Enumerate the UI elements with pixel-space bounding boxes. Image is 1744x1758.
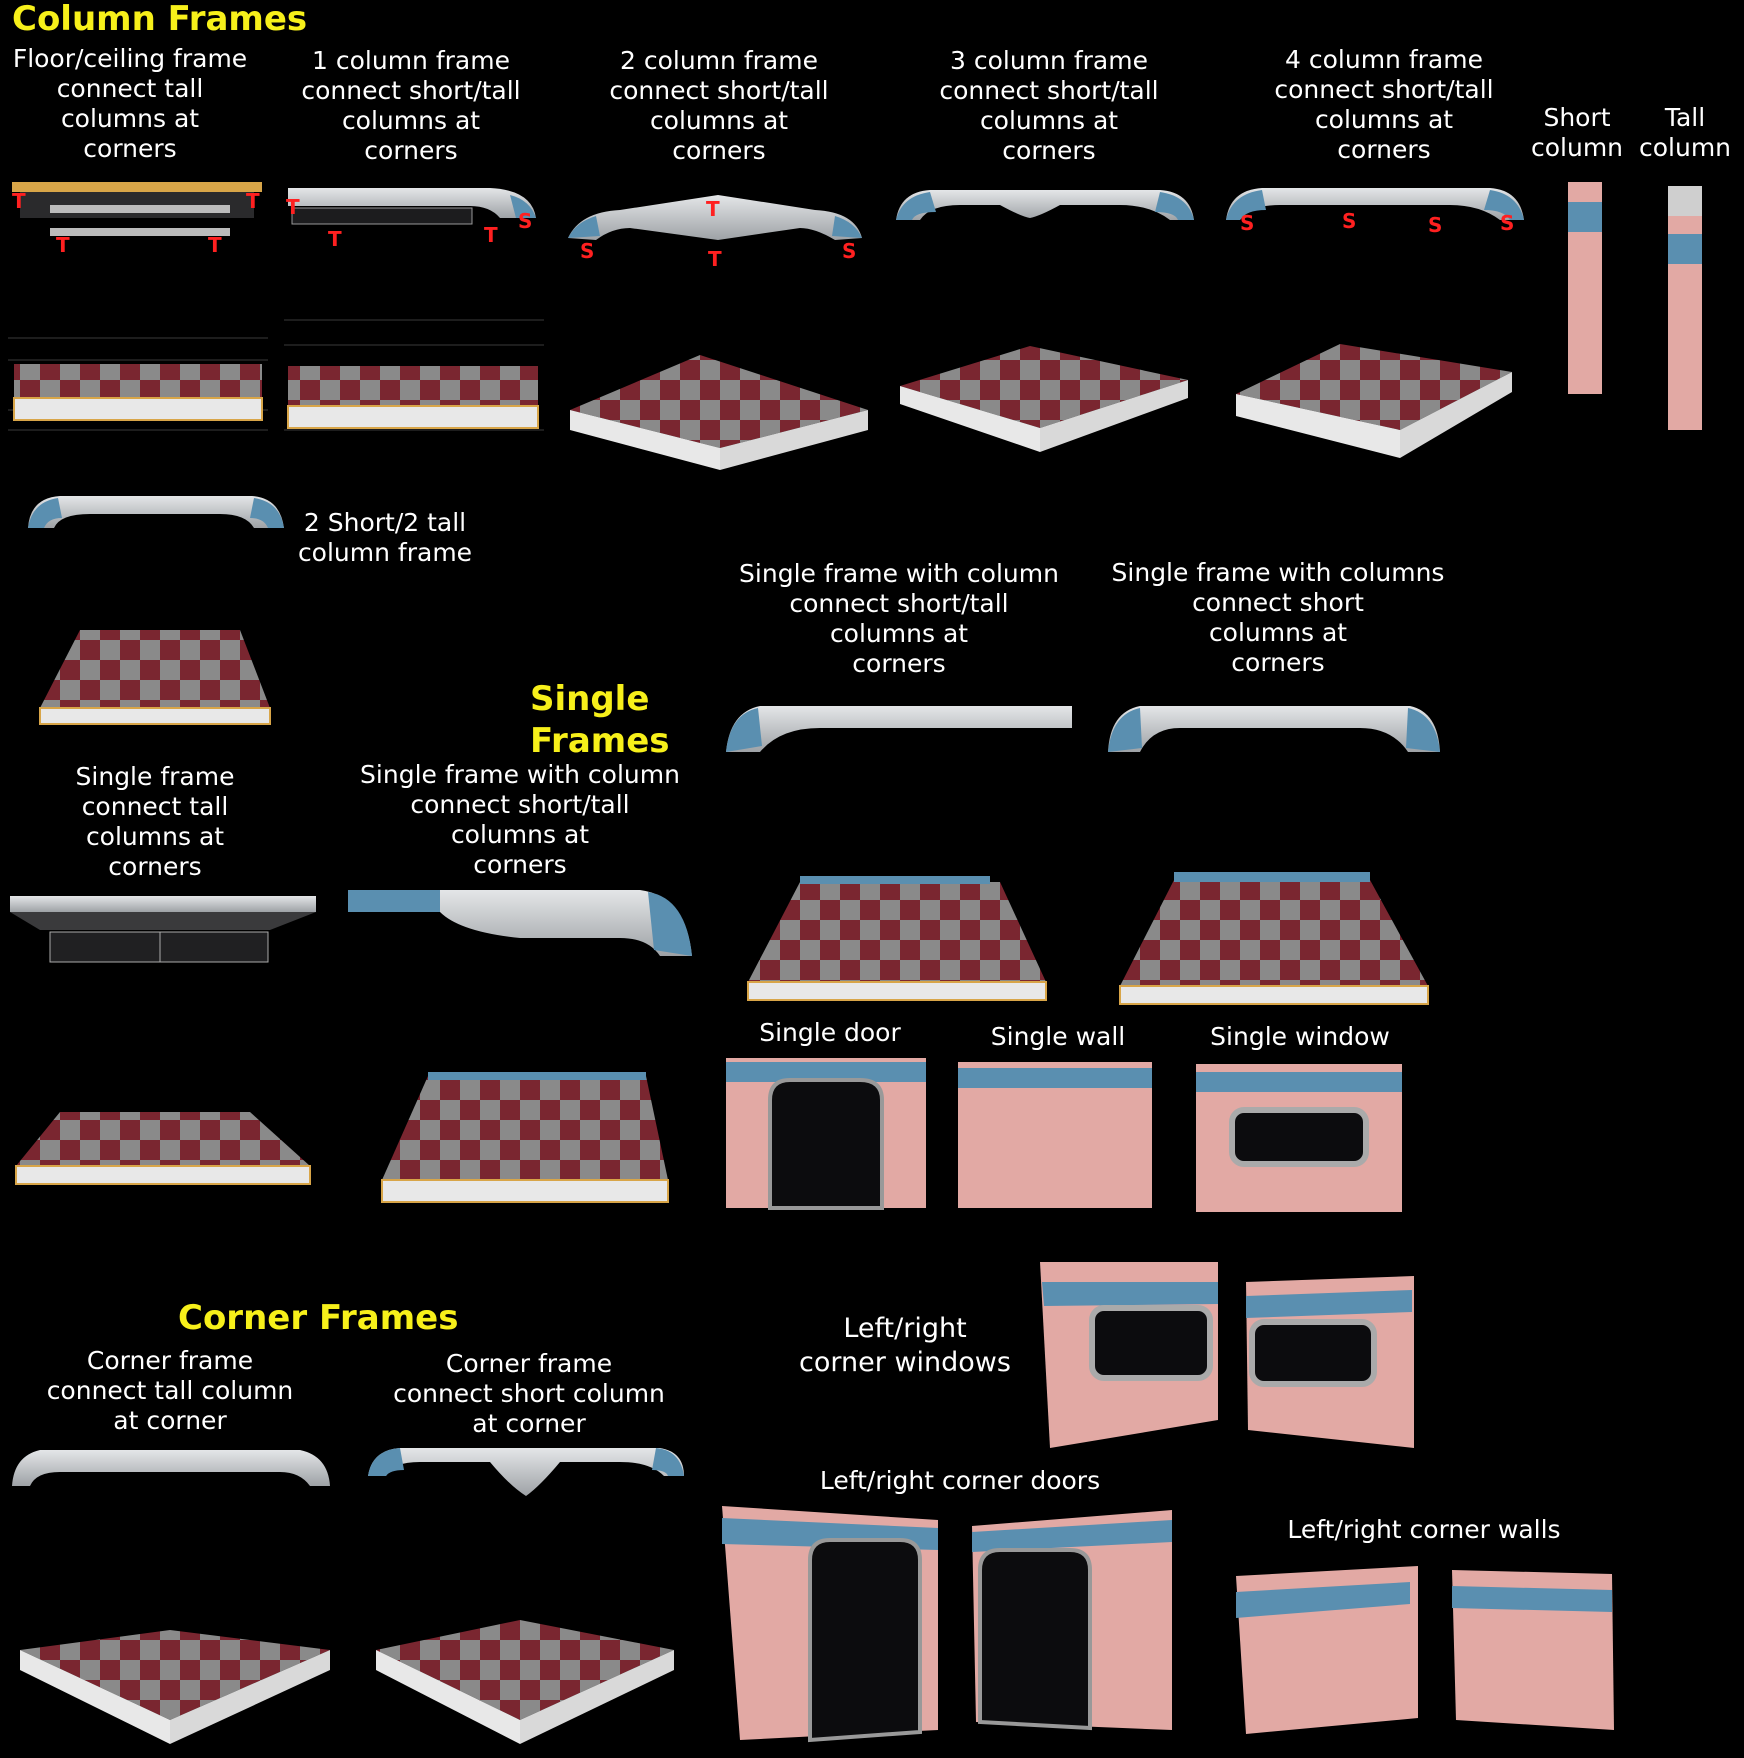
checker-floor: [16, 1112, 310, 1166]
one-column-frame-model: T T T S: [286, 188, 536, 251]
single-frame-tall-model: [10, 896, 316, 963]
checker-floor: [288, 366, 538, 406]
label-single-window: Single window: [1210, 1022, 1390, 1051]
right-corner-door-model: [972, 1510, 1172, 1731]
floor-edge: [170, 1650, 330, 1744]
label-tall-column: Tall column: [1638, 103, 1732, 162]
corner-short-frame-model: [368, 1448, 684, 1496]
tall-marker: T: [708, 247, 722, 271]
floor-edge: [20, 1650, 170, 1744]
checker-floor: [900, 346, 1188, 428]
tall-marker: T: [208, 233, 222, 257]
floor-grid: [284, 319, 544, 431]
label-lr-corner-doors: Left/right corner doors: [819, 1466, 1101, 1495]
label-three-column-frame: 3 column frame connect short/tall column…: [939, 46, 1159, 165]
single-frame-column-model: [726, 706, 1072, 752]
label-corner-tall: Corner frame connect tall column at corn…: [46, 1346, 294, 1435]
label-lr-corner-windows: Left/right corner windows: [799, 1313, 1011, 1378]
floor-edge: [720, 410, 868, 470]
tall-marker: T: [484, 223, 498, 247]
floor-edge: [1400, 372, 1512, 458]
label-single-frame-tall: Single frame connect tall columns at cor…: [75, 762, 235, 881]
floor-ceiling-frame-model: T T T T: [12, 182, 262, 257]
short-marker: S: [1428, 213, 1442, 237]
left-corner-window-model: [1040, 1262, 1218, 1448]
floor-edge: [13, 397, 263, 421]
floor-edge: [1040, 380, 1188, 452]
floor-edge: [570, 410, 720, 470]
floor-edge: [15, 1165, 311, 1185]
label-short-column: Short column: [1530, 103, 1624, 162]
floor-edge: [287, 405, 539, 429]
single-wall-model: [958, 1062, 1152, 1208]
label-floor-ceiling-frame: Floor/ceiling frame connect tall columns…: [12, 44, 248, 163]
checker-floor: [570, 355, 868, 448]
checker-floor: [748, 882, 1046, 982]
label-lr-corner-walls: Left/right corner walls: [1287, 1515, 1561, 1544]
tall-marker: T: [246, 189, 260, 213]
floor-edge: [900, 386, 1040, 452]
checker-floor: [376, 1620, 674, 1720]
label-single-frame-columns-short: Single frame with columns connect short …: [1111, 558, 1445, 677]
tall-column-model: [1668, 186, 1702, 430]
checker-floor: [1236, 344, 1512, 430]
single-frame-columns-short-model: [1108, 706, 1440, 752]
floor-edge: [747, 981, 1047, 1001]
heading-single-frames: Single Frames: [530, 679, 670, 761]
short-marker: S: [1342, 209, 1356, 233]
checker-floor: [1120, 880, 1428, 986]
checker-floor: [20, 1630, 330, 1720]
label-one-column-frame: 1 column frame connect short/tall column…: [301, 46, 521, 165]
floor-edge: [1236, 394, 1400, 458]
label-single-door: Single door: [759, 1018, 901, 1047]
corner-tall-frame-model: [12, 1450, 330, 1486]
label-two-column-frame: 2 column frame connect short/tall column…: [609, 46, 829, 165]
right-corner-window-model: [1246, 1276, 1414, 1448]
label-single-wall: Single wall: [990, 1022, 1126, 1051]
checker-floor: [14, 364, 262, 398]
floor-edge: [376, 1650, 520, 1744]
frame-top-edge: [800, 876, 990, 884]
left-corner-door-model: [722, 1506, 938, 1743]
floor-edge: [381, 1179, 669, 1203]
label-corner-short: Corner frame connect short column at cor…: [393, 1349, 665, 1438]
tall-marker: T: [328, 227, 342, 251]
floor-edge: [39, 707, 271, 725]
short-marker: S: [842, 239, 856, 263]
label-single-frame-column-mid: Single frame with column connect short/t…: [739, 559, 1059, 678]
floor-edge: [1119, 985, 1429, 1005]
label-two-short-two-tall: 2 Short/2 tall column frame: [297, 508, 473, 567]
short-marker: S: [1240, 211, 1254, 235]
right-corner-wall-model: [1452, 1570, 1614, 1730]
four-column-frame-model: S S S S: [1226, 188, 1524, 237]
single-frame-column-left-model: [348, 890, 692, 956]
heading-corner-frames: Corner Frames: [178, 1298, 459, 1338]
short-column-model: [1568, 182, 1602, 394]
single-door-model: [726, 1058, 926, 1210]
short-marker: S: [580, 239, 594, 263]
checker-floor: [40, 630, 270, 708]
tall-marker: T: [56, 233, 70, 257]
single-window-model: [1196, 1064, 1402, 1212]
two-short-two-tall-frame-model: [28, 496, 284, 528]
tall-marker: T: [12, 189, 26, 213]
label-single-frame-column-left: Single frame with column connect short/t…: [360, 760, 680, 879]
label-four-column-frame: 4 column frame connect short/tall column…: [1274, 45, 1494, 164]
tall-marker: T: [706, 197, 720, 221]
frame-top-edge: [1174, 872, 1370, 882]
heading-column-frames: Column Frames: [12, 0, 308, 39]
three-column-frame-model: [896, 190, 1194, 220]
frame-top-edge: [428, 1072, 646, 1080]
tall-marker: T: [286, 195, 300, 219]
short-marker: S: [518, 209, 532, 233]
short-marker: S: [1500, 211, 1514, 235]
checker-floor: [382, 1076, 668, 1180]
floor-edge: [520, 1650, 674, 1744]
left-corner-wall-model: [1236, 1566, 1418, 1734]
two-column-frame-model: T T S S: [568, 195, 862, 271]
